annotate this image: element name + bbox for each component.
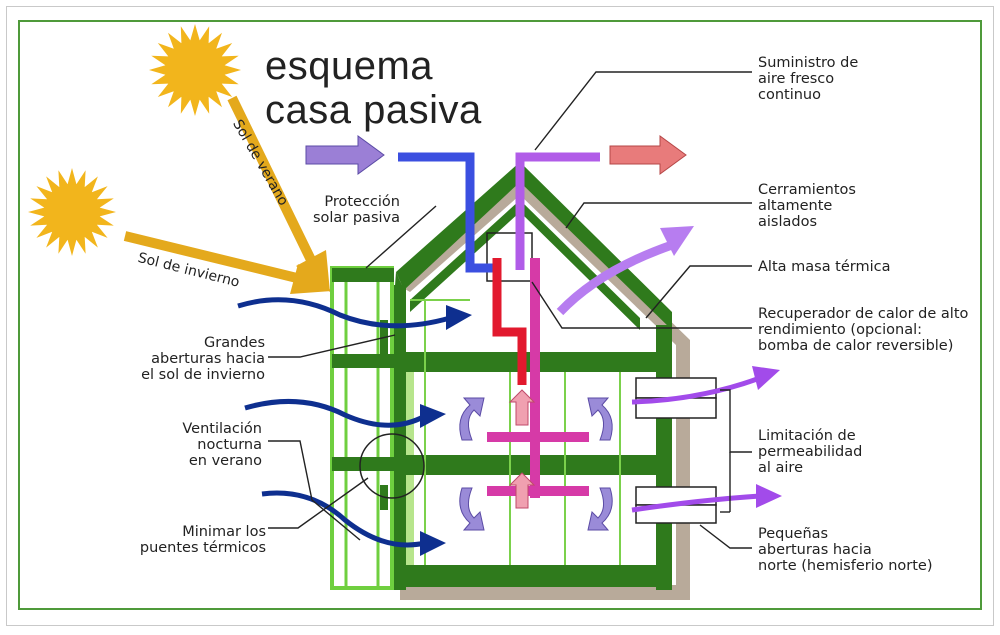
- fresh-air-duct: [398, 152, 500, 273]
- solar-protection-frame: [330, 266, 394, 590]
- label-minimar-puentes: Minimar los puentes térmicos: [120, 524, 266, 556]
- label-line: aislados: [758, 214, 818, 230]
- label-line: rendimiento (opcional:: [758, 322, 923, 338]
- label-line: Protección: [324, 194, 400, 210]
- winter-sun-ray-arrow: [123, 231, 332, 294]
- extract-duct-pink: [487, 258, 589, 498]
- label-recuperador: Recuperador de calor de alto rendimiento…: [758, 306, 983, 354]
- air-circulation-arrows: [459, 397, 613, 531]
- inner-frame: [18, 20, 982, 610]
- label-line: Limitación de: [758, 428, 856, 444]
- outflow-arrow-top: [631, 366, 780, 405]
- heat-recovery-unit: [486, 232, 533, 282]
- label-line: norte (hemisferio norte): [758, 558, 933, 574]
- label-line: aberturas hacia: [758, 542, 872, 558]
- label-line: en verano: [188, 453, 262, 469]
- label-ventilacion-nocturna: Ventilación nocturna en verano: [150, 421, 262, 469]
- summer-sun-ray-arrow: [227, 95, 330, 292]
- label-limitacion: Limitación de permeabilidad al aire: [758, 428, 958, 476]
- label-line: al aire: [758, 460, 804, 476]
- label-line: aberturas hacia: [151, 351, 265, 367]
- wind-arrowheads: [420, 305, 472, 556]
- outer-frame: [6, 6, 994, 626]
- label-line: Recuperador de calor de alto: [758, 306, 969, 322]
- label-alta-masa: Alta masa térmica: [758, 259, 958, 275]
- thermal-bridge-circle: [359, 433, 425, 499]
- label-line: aire fresco: [758, 71, 835, 87]
- label-proteccion-solar: Protección solar pasiva: [300, 194, 400, 226]
- wind-arrows: [237, 297, 451, 548]
- label-cerramientos: Cerramientos altamente aislados: [758, 182, 958, 230]
- label-line: Alta masa térmica: [758, 259, 891, 275]
- pink-flow-arrows: [508, 389, 536, 509]
- label-pequenas-aberturas: Pequeñas aberturas hacia norte (hemisfer…: [758, 526, 978, 574]
- label-line: puentes térmicos: [139, 540, 266, 556]
- warm-air-rising-arrow: [556, 226, 694, 316]
- label-line: Suministro de: [758, 55, 859, 71]
- label-grandes-aberturas: Grandes aberturas hacia el sol de invier…: [110, 335, 265, 383]
- callout-lines: [268, 71, 752, 549]
- label-line: bomba de calor reversible): [758, 338, 954, 354]
- title-line-1: esquema: [265, 44, 434, 88]
- label-line: nocturna: [197, 437, 262, 453]
- label-line: el sol de invierno: [141, 367, 265, 383]
- interior-partitions: [410, 299, 621, 565]
- label-line: Minimar los: [182, 524, 266, 540]
- supply-duct-red: [492, 258, 527, 385]
- title-line-2: casa pasiva: [265, 88, 482, 132]
- label-line: Cerramientos: [758, 182, 856, 198]
- label-line: permeabilidad: [758, 444, 863, 460]
- exhaust-air-duct: [515, 152, 600, 270]
- window-glazing: [406, 372, 414, 565]
- label-line: continuo: [758, 87, 821, 103]
- fresh-air-in-arrow: [305, 135, 385, 175]
- label-line: solar pasiva: [312, 210, 400, 226]
- sun-winter-icon: [28, 168, 116, 256]
- house-insulation-outline: [398, 175, 690, 600]
- outflow-arrow-bottom: [631, 484, 782, 513]
- label-line: Pequeñas: [758, 526, 829, 542]
- label-line: Ventilación: [182, 421, 262, 437]
- label-line: altamente: [758, 198, 833, 214]
- sun-summer-icon: [149, 24, 241, 116]
- label-line: Grandes: [204, 335, 265, 351]
- stale-air-out-arrow: [609, 135, 687, 175]
- label-suministro-aire: Suministro de aire fresco continuo: [758, 55, 958, 103]
